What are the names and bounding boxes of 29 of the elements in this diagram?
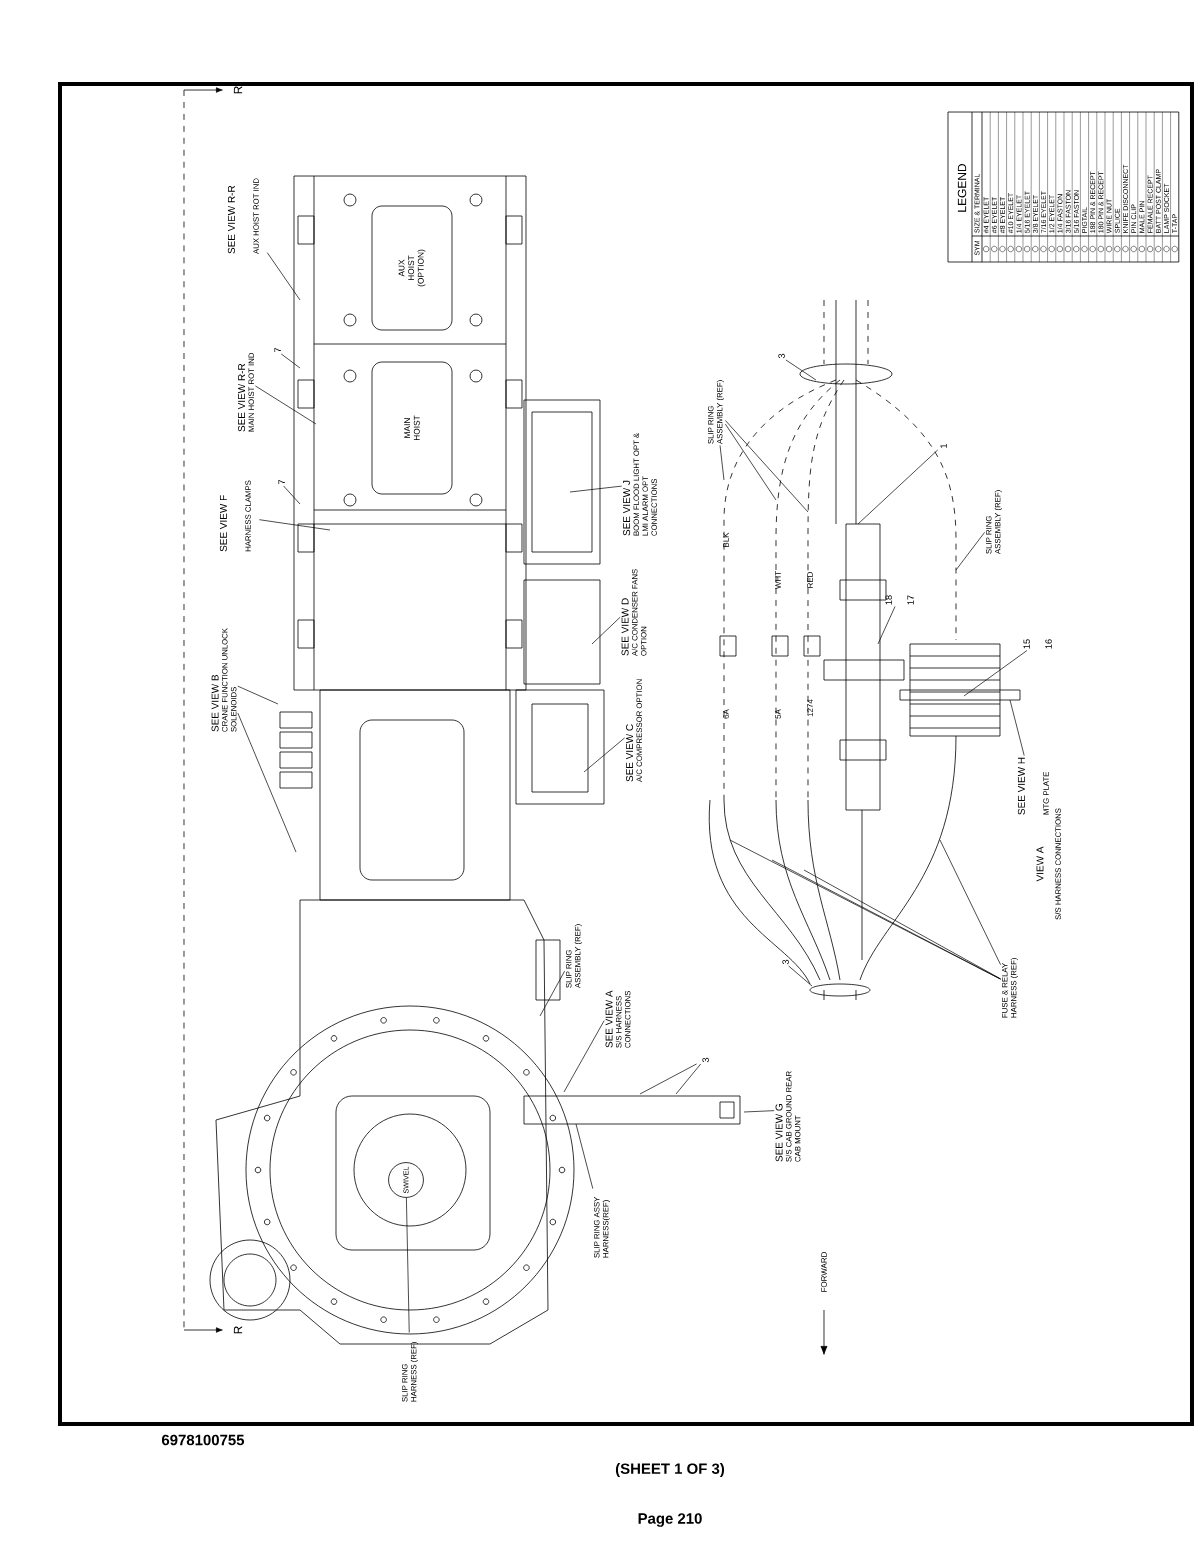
- leader-line: [771, 859, 1001, 980]
- leader-line: [575, 1123, 594, 1189]
- leader-line: [237, 685, 279, 705]
- leader-line: [719, 445, 725, 481]
- leader-line: [803, 869, 1001, 980]
- leader-line: [255, 385, 317, 425]
- leader-line: [963, 650, 1028, 697]
- leader-line: [237, 712, 297, 853]
- leader-line: [725, 423, 777, 501]
- leader-line: [743, 1110, 775, 1113]
- leader-line: [569, 485, 622, 493]
- leader-line: [639, 1063, 697, 1095]
- leader-line: [280, 353, 301, 369]
- leader-line: [955, 532, 985, 571]
- leader-line: [563, 1020, 605, 1093]
- leader-line: [857, 449, 939, 525]
- leader-line: [1009, 699, 1025, 756]
- leader-line: [583, 737, 625, 773]
- leader-line: [785, 359, 817, 381]
- leader-line: [939, 839, 1001, 966]
- leader-line: [591, 616, 621, 645]
- leader-line: [725, 420, 809, 513]
- leader-line: [788, 965, 813, 987]
- leader-line: [258, 519, 331, 531]
- leader-line: [675, 1063, 702, 1095]
- leader-line: [877, 606, 896, 645]
- leader-line: [266, 252, 301, 301]
- leader-line: [283, 485, 301, 505]
- leader-line: [539, 970, 565, 1017]
